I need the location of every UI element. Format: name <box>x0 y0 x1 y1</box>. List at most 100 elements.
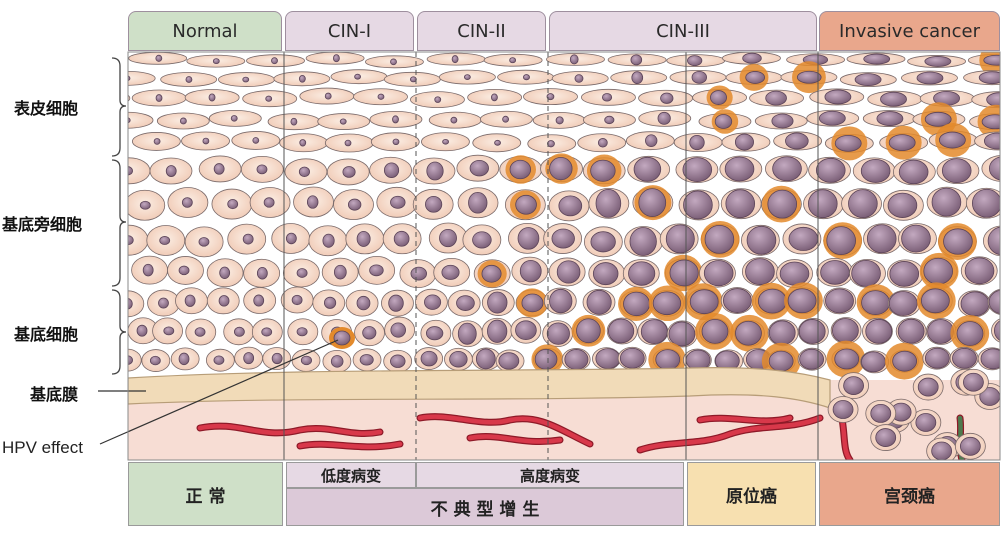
hpv-koilocyte <box>329 327 355 349</box>
epithelial-cell <box>957 290 991 318</box>
epithelial-cell <box>907 55 966 68</box>
epithelial-cell <box>741 224 780 256</box>
epithelial-cell <box>128 317 159 345</box>
epithelial-cell <box>128 189 166 221</box>
epithelial-cell <box>797 318 829 345</box>
epithelial-cell <box>382 223 422 255</box>
epithelial-cell <box>170 347 200 371</box>
epithelial-cell <box>786 53 846 67</box>
epithelial-cell <box>773 131 823 151</box>
epithelial-cell <box>146 225 186 256</box>
header-invasive: Invasive cancer <box>819 11 1000 51</box>
epithelial-cell <box>457 187 499 219</box>
epithelial-cell <box>695 312 734 350</box>
epithelial-cell <box>92 260 128 288</box>
bottom-in-situ: 原位癌 <box>687 462 816 526</box>
epithelial-cell <box>246 54 305 68</box>
epithelial-cell <box>128 111 154 129</box>
label-basement-membrane: 基底膜 <box>30 385 79 404</box>
epithelial-cell <box>806 109 860 127</box>
epithelial-cell <box>251 318 283 346</box>
epithelial-cell <box>345 289 379 317</box>
epithelial-cell <box>741 257 779 287</box>
epithelial-cell <box>1002 260 1006 288</box>
epithelial-cell <box>531 344 564 375</box>
epithelial-cell <box>919 89 975 107</box>
hpv-pointer <box>99 339 339 445</box>
epithelial-cell <box>617 346 647 370</box>
epithelial-cell <box>399 259 437 289</box>
epithelial-cell <box>293 186 334 218</box>
epithelial-cell <box>592 347 621 371</box>
epithelial-cell <box>583 226 623 258</box>
epithelial-cell <box>131 255 168 285</box>
epithelial-cell <box>128 348 142 372</box>
epithelial-cell <box>510 316 542 344</box>
epithelial-cell <box>714 349 744 373</box>
epithelial-cell <box>439 69 496 85</box>
vessel <box>417 414 593 447</box>
epithelial-cell <box>784 282 823 320</box>
epithelial-cell <box>969 104 1000 139</box>
epithelial-cell <box>515 288 549 318</box>
epithelial-cell <box>625 131 675 151</box>
epithelial-cell <box>816 257 854 287</box>
invasive-cell <box>910 409 942 436</box>
epithelial-cell <box>606 317 638 345</box>
column-dividers <box>283 52 819 460</box>
epithelial-cell <box>546 53 605 66</box>
epithelial-cell <box>467 88 523 106</box>
epithelial-cell <box>128 52 188 65</box>
epithelial-cell <box>577 133 627 153</box>
epithelial-cell <box>184 89 240 106</box>
epithelial-cell <box>175 287 208 315</box>
epithelial-cell <box>860 350 890 374</box>
epithelial-cell <box>287 318 319 346</box>
epithelial-cell <box>131 132 181 151</box>
epithelial-cell <box>481 317 513 345</box>
epithelial-cell <box>551 71 609 86</box>
epithelial-cell <box>421 132 470 152</box>
header-cin2: CIN-II <box>417 11 546 51</box>
epithelial-cell <box>675 156 719 184</box>
epithelial-cell <box>846 52 906 66</box>
epithelial-cell <box>883 189 924 221</box>
epithelial-cell <box>428 222 468 254</box>
epithelial-cell <box>582 154 626 188</box>
epithelial-cell <box>291 349 321 372</box>
epithelial-cell <box>618 286 655 321</box>
epithelial-cell <box>754 112 808 130</box>
epithelial-cell <box>824 126 874 161</box>
epithelial-cell <box>152 317 183 345</box>
epithelial-cell <box>666 320 698 348</box>
epithelial-cell <box>87 190 127 220</box>
epithelial-cell <box>128 290 145 318</box>
epithelial-cell <box>588 187 630 219</box>
epithelial-cell <box>376 186 418 218</box>
epithelial-cell <box>841 188 882 220</box>
epithelial-cell <box>497 69 555 85</box>
epithelial-cell <box>282 258 320 288</box>
header-cin3: CIN-III <box>549 11 817 51</box>
epithelial-cell <box>156 112 210 130</box>
epithelial-cell <box>863 223 902 255</box>
epithelial-cell <box>581 88 636 106</box>
epithelial-cell <box>271 223 311 254</box>
epithelial-cell <box>887 259 924 289</box>
vessel <box>697 415 793 424</box>
epithelial-cell <box>211 188 253 220</box>
epithelial-cell <box>527 134 577 154</box>
epithelial-cell <box>960 256 998 286</box>
epithelial-cell <box>317 113 371 130</box>
epithelial-cell <box>949 346 979 370</box>
vessel <box>467 434 563 444</box>
epithelial-cell <box>208 109 262 127</box>
header-cin1: CIN-I <box>285 11 414 51</box>
epithelial-cell <box>322 349 352 373</box>
epithelial-cell <box>826 340 866 378</box>
epithelial-cell <box>511 256 549 286</box>
epithelial-cell <box>352 348 382 372</box>
epithelial-cell <box>128 224 149 256</box>
epithelial-cell <box>981 155 1000 182</box>
epithelial-cell <box>242 90 298 108</box>
